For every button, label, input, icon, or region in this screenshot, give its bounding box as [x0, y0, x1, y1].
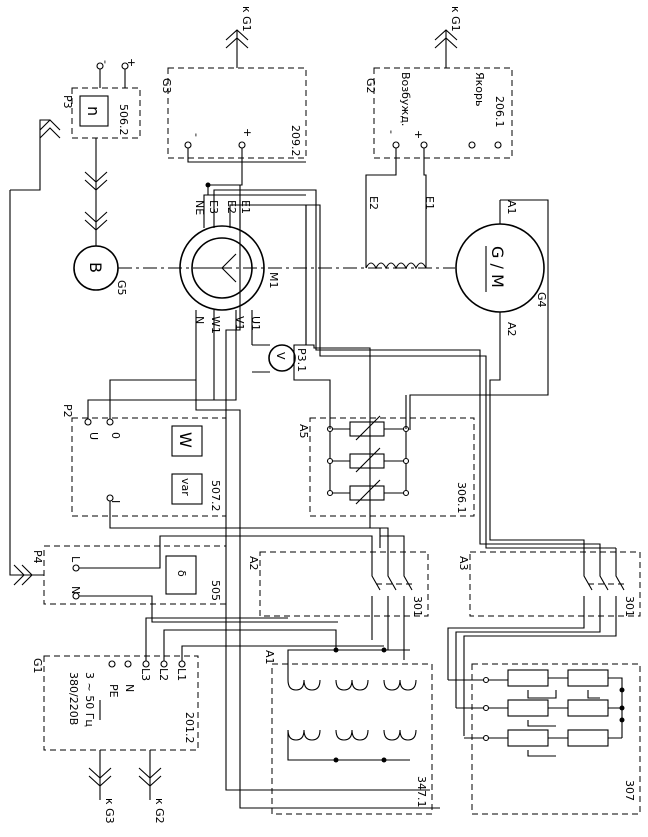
block-307: 307 [448, 663, 641, 815]
p2-i: I [109, 500, 122, 503]
g4-a1: A1 [505, 200, 518, 215]
g3-code: 209.2 [289, 125, 302, 157]
g5-symbol: B [86, 262, 105, 273]
p4-delta: δ [175, 570, 188, 577]
g1-plug-g3: к G3 [103, 798, 116, 824]
block-p4: P4 505 δ L N [9, 119, 373, 623]
a3-label: A3 [457, 556, 470, 571]
g1-freq: 3 ~ 50 Гц [83, 672, 96, 727]
block-p2: P2 507.2 W var U 0 I [61, 379, 381, 548]
g1-code: 201.2 [183, 712, 196, 744]
g1-l3: L3 [139, 668, 152, 681]
g1-l1: L1 [175, 668, 188, 681]
p3-minus: - [99, 60, 112, 64]
p2-u: U [87, 432, 100, 440]
g1-n: N [123, 684, 136, 692]
g4-a2: A2 [505, 322, 518, 337]
g1-l2: L2 [157, 668, 170, 681]
m1-w1: W1 [209, 316, 222, 334]
p3-label: P3 [61, 95, 74, 109]
g1-plug-g2: к G2 [153, 798, 166, 824]
m1-label: M1 [267, 272, 280, 289]
g1-label: G1 [31, 658, 44, 674]
m1-u1: U1 [249, 316, 262, 331]
p3-symbol: n [84, 106, 103, 116]
g2-label: G2 [364, 78, 377, 94]
p31-label: P3.1 [295, 348, 308, 372]
m1-e2: E2 [225, 200, 238, 214]
meter-p31: V P3.1 [252, 344, 308, 373]
a1-label: A1 [263, 650, 276, 665]
p2-label: P2 [61, 404, 74, 418]
r307-code: 307 [623, 780, 636, 801]
a2-code: 301 [411, 596, 424, 617]
g2-plus: + [412, 130, 425, 139]
block-g1: G1 201.2 380/220В 3 ~ 50 Гц PE N L3 L2 L… [31, 617, 384, 824]
a2-label: A2 [247, 556, 260, 571]
g3-label: G3 [160, 78, 173, 94]
g3-plus: + [241, 128, 254, 137]
g4-symbol: G / M [488, 246, 507, 288]
m1-e1: E1 [239, 200, 252, 214]
p4-code: 505 [209, 580, 222, 601]
p4-n: N [69, 586, 82, 594]
g4-e1: E1 [423, 196, 436, 210]
g2-excitation: Возбужд. [399, 72, 412, 126]
block-a5: A5 306.1 [293, 205, 475, 517]
p2-code: 507.2 [209, 480, 222, 512]
p3-plus: + [125, 58, 138, 67]
p2-zero: 0 [109, 432, 122, 439]
block-a3: A3 301 [296, 189, 641, 736]
p2-w: W [176, 432, 195, 448]
block-p3: P3 506.2 n - + [61, 58, 141, 238]
a3-code: 301 [623, 596, 636, 617]
machine-m1: M1 NE E3 E2 E1 N W1 V1 U1 [179, 148, 306, 400]
g2-code: 206.1 [493, 96, 506, 128]
g4-e2: E2 [367, 196, 380, 210]
block-g3: G3 209.2 - + к G1 [160, 6, 307, 159]
m1-ne: NE [193, 200, 206, 215]
m1-n: N [193, 316, 206, 324]
p31-symbol: V [274, 352, 287, 360]
p2-var: var [179, 478, 192, 496]
machine-g5: B G5 [73, 238, 128, 296]
g4-label: G4 [535, 292, 548, 308]
p4-label: P4 [31, 550, 44, 564]
g3-minus: - [190, 133, 203, 137]
g2-plug-label: к G1 [449, 6, 462, 32]
a5-code: 306.1 [455, 482, 468, 514]
p4-l: L [69, 556, 82, 563]
g3-plug-label: к G1 [240, 6, 253, 32]
a1-code: 347.1 [415, 776, 428, 808]
block-a2: A2 301 [247, 205, 429, 660]
g2-minus: - [385, 130, 398, 134]
a5-label: A5 [297, 424, 310, 439]
block-a1: A1 347.1 [99, 200, 440, 815]
g2-armature: Якорь [473, 72, 486, 106]
machine-g4: G / M G4 A1 A2 E2 E1 [365, 148, 549, 430]
g1-pe: PE [107, 684, 120, 698]
g1-voltage: 380/220В [67, 672, 80, 725]
block-g2: G2 206.1 Якорь Возбужд. - + к G1 [364, 6, 513, 159]
p3-code: 506.2 [117, 104, 130, 136]
g5-label: G5 [115, 280, 128, 296]
